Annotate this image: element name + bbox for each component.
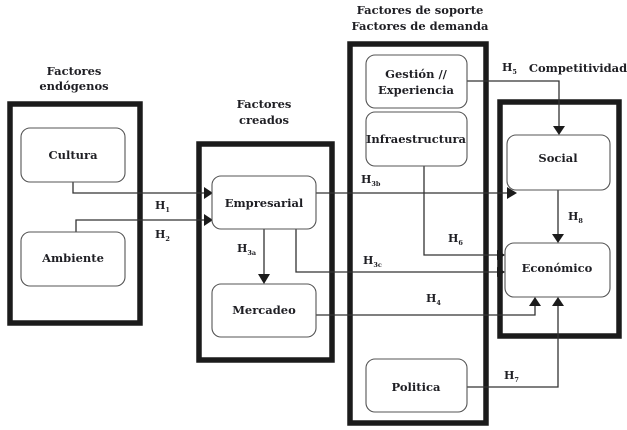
- group-title-soporte-line1: Factores de soporte: [357, 3, 484, 17]
- group-box-endogenos: [7, 101, 143, 326]
- arrowhead-h1: [204, 187, 213, 199]
- node-infraestructura-label: Infraestructura: [366, 132, 466, 146]
- node-ambiente-box: [20, 231, 126, 287]
- node-ambiente-label: Ambiente: [41, 251, 104, 265]
- node-gestion-box: [365, 54, 468, 109]
- node-economico: Económico: [504, 242, 611, 298]
- arrowhead-h6: [497, 250, 505, 260]
- arrowhead-h4: [529, 297, 541, 306]
- node-social: Social: [506, 134, 611, 191]
- node-economico-label: Económico: [522, 261, 593, 275]
- edge-h1: [72, 182, 204, 194]
- edge-h6: [423, 166, 497, 256]
- node-cultura-label: Cultura: [48, 148, 98, 162]
- hypothesis-label-h4: H4: [426, 292, 441, 307]
- edge-h4: [316, 306, 536, 316]
- hypothesis-label-h1: H1: [155, 199, 170, 214]
- edge-h3c: [295, 229, 497, 273]
- arrowhead-h7: [552, 297, 564, 306]
- node-empresarial: Empresarial: [211, 175, 317, 230]
- arrowhead-h3a: [258, 274, 270, 284]
- node-mercadeo: Mercadeo: [211, 283, 317, 338]
- group-box-soporte: [347, 41, 489, 426]
- node-infraestructura-box: [365, 111, 468, 167]
- arrowhead-h2: [204, 214, 213, 226]
- node-cultura: Cultura: [20, 127, 126, 183]
- group-box-creados: [196, 141, 335, 363]
- edge-h7: [467, 306, 559, 388]
- node-infraestructura: Infraestructura: [365, 111, 468, 167]
- node-gestion-label-line1: Gestión //: [385, 67, 448, 81]
- node-mercadeo-label: Mercadeo: [232, 303, 296, 317]
- edge-h5: [467, 80, 560, 126]
- arrowhead-h3c: [497, 267, 505, 277]
- group-title-creados-line1: Factores: [237, 97, 292, 111]
- group-title-creados-line2: creados: [239, 113, 289, 127]
- hypothesis-label-h3a: H3a: [237, 242, 257, 257]
- node-social-label: Social: [538, 151, 578, 165]
- node-mercadeo-box: [211, 283, 317, 338]
- hypothesis-label-h7: H7: [504, 369, 519, 384]
- node-gestion: Gestión // Experiencia: [365, 54, 468, 109]
- hypothesis-label-h6: H6: [448, 232, 463, 247]
- arrowhead-h8: [552, 234, 564, 243]
- node-politica-label: Politica: [392, 380, 441, 394]
- node-ambiente: Ambiente: [20, 231, 126, 287]
- hypothesis-label-h8: H8: [568, 210, 583, 225]
- node-politica-box: [365, 358, 468, 413]
- node-cultura-box: [20, 127, 126, 183]
- group-title-endogenos-line1: Factores: [47, 64, 102, 78]
- node-empresarial-box: [211, 175, 317, 230]
- group-title-endogenos-line2: endógenos: [39, 79, 108, 93]
- node-politica: Politica: [365, 358, 468, 413]
- group-title-competitividad: Competitividad: [529, 61, 627, 75]
- group-title-soporte-line2: Factores de demanda: [351, 19, 489, 33]
- arrowhead-h3b: [507, 187, 517, 199]
- hypothesis-label-h3c: H3c: [363, 254, 382, 269]
- node-empresarial-label: Empresarial: [225, 196, 304, 210]
- arrowhead-h5: [553, 126, 565, 135]
- node-economico-box: [504, 242, 611, 298]
- hypothesis-label-h5: H5: [502, 61, 517, 76]
- node-social-box: [506, 134, 611, 191]
- hypothesis-label-h2: H2: [155, 228, 170, 243]
- node-gestion-label-line2: Experiencia: [378, 83, 454, 97]
- edge-h2: [75, 219, 204, 232]
- hypothesis-label-h3b: H3b: [361, 173, 381, 188]
